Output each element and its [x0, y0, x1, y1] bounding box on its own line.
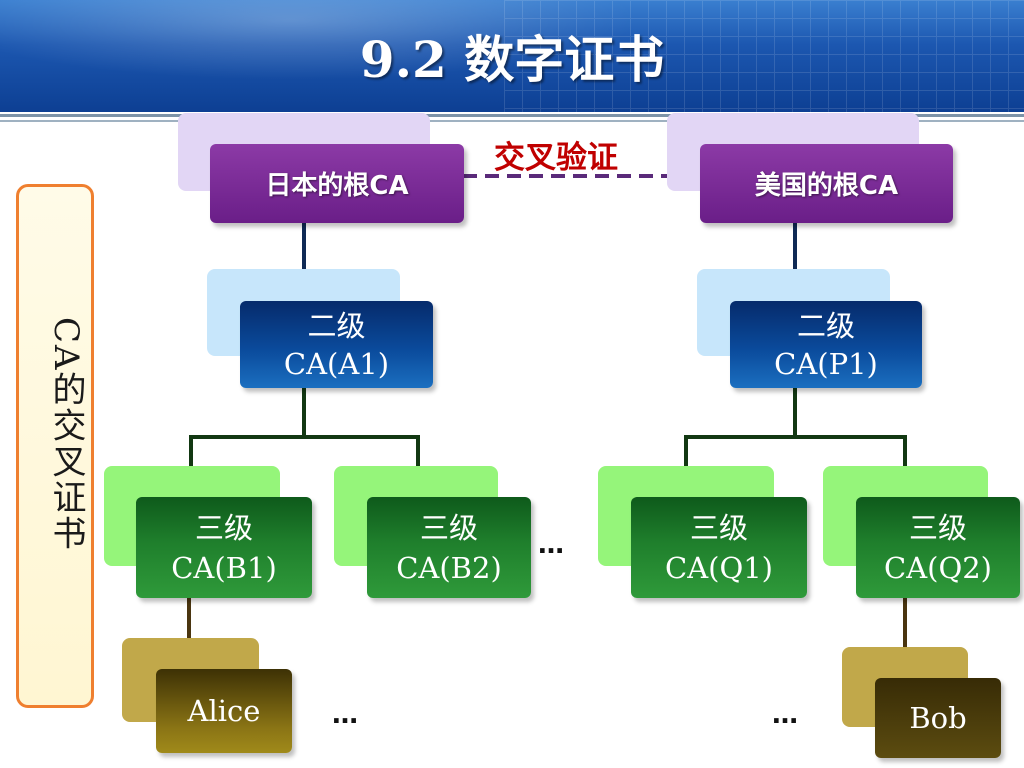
title-bar: 9.2 数字证书 — [0, 0, 1024, 112]
ca-p1-node: 二级 CA(P1) — [730, 301, 922, 388]
root-ca-japan-label: 日本的根CA — [265, 171, 409, 201]
ca-a1-node: 二级 CA(A1) — [240, 301, 433, 388]
ellipsis-users-left: … — [332, 700, 358, 730]
ca-q1-node: 三级 CA(Q1) — [631, 497, 807, 598]
ca-p1-level: 二级 — [796, 308, 855, 343]
ca-q2-node: 三级 CA(Q2) — [856, 497, 1020, 598]
ca-q1-level: 三级 — [689, 510, 748, 545]
header-divider — [0, 114, 1024, 117]
user-bob-node: Bob — [875, 678, 1001, 758]
user-alice-label: Alice — [187, 694, 261, 728]
side-label-box: CA的交叉证书 — [16, 184, 94, 708]
slide-title: 9.2 数字证书 — [359, 30, 665, 89]
ellipsis-level3: … — [538, 530, 564, 560]
ca-a1-level: 二级 — [307, 308, 366, 343]
header-divider-secondary — [0, 120, 1024, 122]
root-ca-us: 美国的根CA — [700, 144, 953, 223]
cross-certification-label: 交叉验证 — [494, 140, 618, 176]
root-ca-us-label: 美国的根CA — [754, 171, 899, 201]
ca-b2-level: 三级 — [419, 510, 478, 545]
ca-b2-node: 三级 CA(B2) — [367, 497, 531, 598]
ca-q1-name: CA(Q1) — [665, 550, 773, 585]
ca-b1-name: CA(B1) — [171, 550, 277, 585]
ca-p1-name: CA(P1) — [774, 346, 878, 381]
ca-b1-level: 三级 — [194, 510, 253, 545]
side-label: CA的交叉证书 — [46, 317, 86, 552]
user-bob-label: Bob — [909, 701, 967, 735]
title-bar-pattern — [504, 0, 1024, 112]
root-ca-japan: 日本的根CA — [210, 144, 464, 223]
ca-q2-name: CA(Q2) — [884, 550, 992, 585]
ca-q2-level: 三级 — [908, 510, 967, 545]
ca-b1-node: 三级 CA(B1) — [136, 497, 312, 598]
ca-a1-name: CA(A1) — [283, 346, 390, 381]
ca-b2-name: CA(B2) — [396, 550, 502, 585]
user-alice-node: Alice — [156, 669, 292, 753]
ellipsis-users-right: … — [772, 700, 798, 730]
